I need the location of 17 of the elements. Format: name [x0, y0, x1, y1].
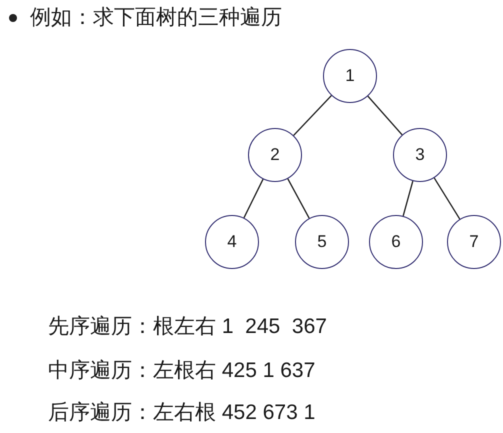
- tree-node-circle: 7: [447, 215, 501, 269]
- tree-node-circle: 5: [295, 215, 349, 269]
- traversal-text: 中序遍历：左根右 425 1 637: [48, 358, 316, 384]
- traversal-text: 先序遍历：根左右 1 245 367: [48, 314, 327, 340]
- edge-line: [402, 180, 414, 216]
- tree-node-circle: 2: [248, 128, 302, 182]
- edge-line: [287, 178, 310, 219]
- edge-line: [243, 178, 264, 218]
- traversal-text: 后序遍历：左右根 452 673 1: [48, 400, 316, 426]
- tree-node-circle: 1: [323, 49, 377, 103]
- title: 例如：求下面树的三种遍历: [30, 5, 282, 31]
- tree-node-circle: 6: [369, 215, 423, 269]
- edge-line: [367, 96, 403, 136]
- edge-line: [434, 178, 460, 220]
- tree-node-circle: 3: [393, 128, 447, 182]
- tree-node-circle: 4: [205, 215, 259, 269]
- edge-line: [293, 95, 332, 136]
